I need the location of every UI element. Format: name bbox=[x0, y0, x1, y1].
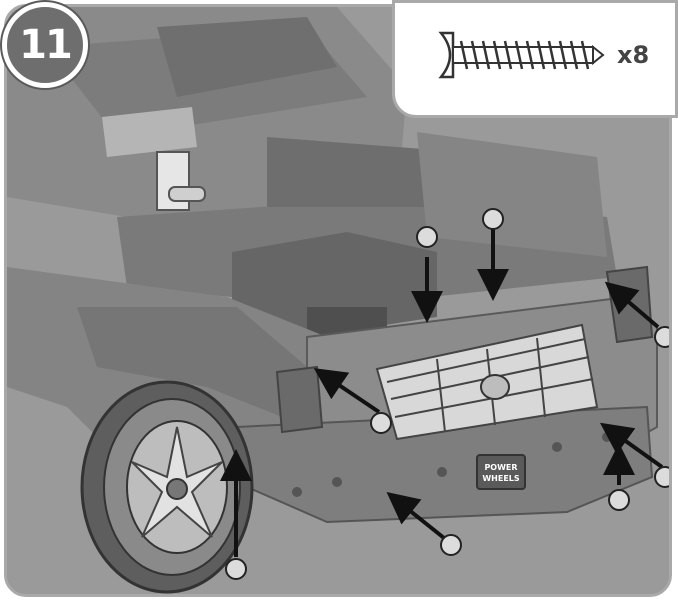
grille bbox=[375, 323, 599, 441]
parts-callout: x8 bbox=[392, 0, 678, 118]
step-number: 11 bbox=[19, 22, 73, 68]
step-number-badge: 11 bbox=[2, 2, 88, 88]
svg-text:WHEELS: WHEELS bbox=[482, 474, 520, 483]
screws bbox=[225, 208, 669, 580]
front-wheel bbox=[80, 380, 254, 594]
screw-quantity: x8 bbox=[617, 41, 650, 69]
vehicle-illustration: POWER WHEELS bbox=[7, 7, 669, 594]
screw-icon bbox=[438, 31, 605, 79]
badge-text: POWER bbox=[484, 463, 517, 472]
